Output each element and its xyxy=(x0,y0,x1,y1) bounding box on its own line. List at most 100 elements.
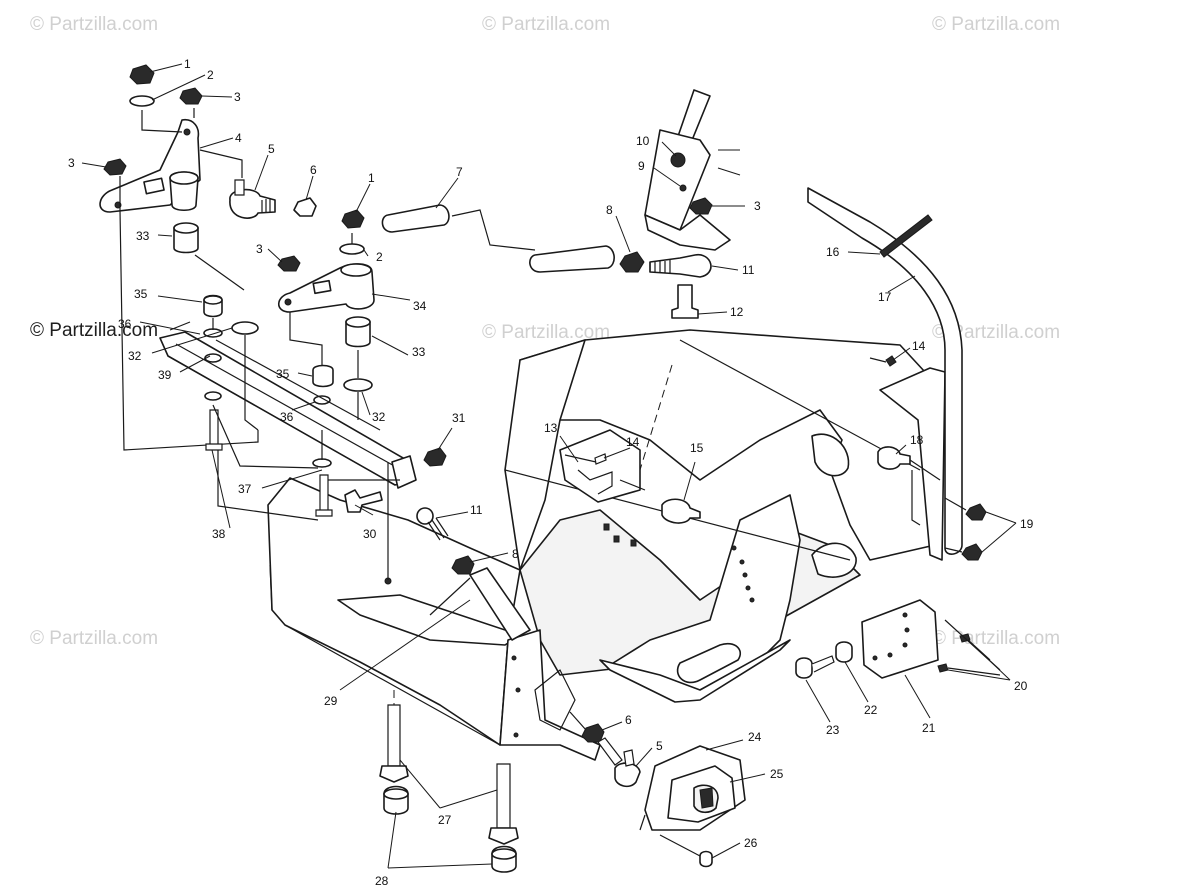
leader-3c xyxy=(267,248,283,263)
part-23-bolt xyxy=(795,657,813,679)
frame-left-riser xyxy=(504,339,586,571)
part-7-tie-rod-lower-sleeve xyxy=(529,245,615,273)
leader-20b xyxy=(947,669,1011,681)
leader-9 xyxy=(653,167,681,187)
watermark-top-left: © Partzilla.com xyxy=(30,14,158,35)
tie-rod-link-line xyxy=(451,209,536,251)
main-frame xyxy=(267,329,946,761)
leader-11b xyxy=(711,265,739,271)
frame-hole xyxy=(603,523,610,531)
leader-18 xyxy=(895,444,907,455)
leader-11a xyxy=(435,511,469,519)
watermark-middle-center: © Partzilla.com xyxy=(482,322,610,343)
part-27-bolt-left xyxy=(387,704,401,767)
callout-32: 32 xyxy=(372,410,386,424)
callout-12: 12 xyxy=(730,305,744,319)
bushing-left-top xyxy=(203,295,223,305)
leader-14a xyxy=(892,347,911,361)
callout-38: 38 xyxy=(212,527,226,541)
part-36-washer-center-a xyxy=(313,395,331,405)
side-bar-tube xyxy=(807,187,963,555)
ball-joint-thread xyxy=(261,199,271,213)
part-31-nut xyxy=(423,447,447,467)
callout-numbers: 1 2 3 3 4 5 6 1 7 2 3 33 34 35 36 32 39 … xyxy=(68,57,1034,888)
leader-20a xyxy=(967,639,1011,681)
callout-1: 1 xyxy=(368,171,375,185)
callout-6: 6 xyxy=(310,163,317,177)
frame-right-wall-slot xyxy=(676,642,742,684)
leader-33a xyxy=(157,234,173,237)
part-5-ball-joint-lower xyxy=(614,762,641,788)
idler-arm-boss-top xyxy=(340,263,372,277)
tie-rod-lower-line xyxy=(429,577,471,616)
watermark-overlay-left: © Partzilla.com xyxy=(30,320,158,341)
part-39-bracket-bar xyxy=(159,331,415,486)
callout-27: 27 xyxy=(438,813,452,827)
leader-23 xyxy=(805,679,831,723)
steering-column xyxy=(639,89,741,471)
callout-35: 35 xyxy=(134,287,148,301)
bolt-23-thread xyxy=(811,655,835,673)
part-12-bolt-upper xyxy=(671,284,699,319)
part-2-washer-center xyxy=(339,243,365,255)
leader-37 xyxy=(261,469,323,489)
part-15-bolt xyxy=(661,498,701,524)
frame-hole xyxy=(739,559,745,565)
upper-left-axis-line xyxy=(119,108,259,451)
part-17-side-bar xyxy=(807,187,963,555)
leader-35b xyxy=(297,372,313,377)
part-22-spacer xyxy=(835,641,853,663)
center-bracket-assembly xyxy=(559,429,701,524)
ball-joint-stud xyxy=(234,179,245,196)
callout-33: 33 xyxy=(136,229,150,243)
callout-9: 9 xyxy=(638,159,645,173)
bracket-13-axis xyxy=(564,454,646,491)
leader-22 xyxy=(844,661,869,703)
frame-hole xyxy=(742,572,748,578)
rod-end-thread-upper xyxy=(649,260,671,274)
spacer-center-top xyxy=(345,316,371,328)
idler-arm-axis-line xyxy=(289,233,359,420)
frame-rear-right-plate xyxy=(879,367,946,561)
bracket-13-inner xyxy=(577,469,613,495)
callout-11: 11 xyxy=(470,503,483,517)
callout-34: 34 xyxy=(413,299,427,313)
callout-5: 5 xyxy=(268,142,275,156)
part-30-bolt xyxy=(344,489,383,513)
spacer-top xyxy=(173,222,199,234)
callout-18: 18 xyxy=(910,433,924,447)
leader-8a xyxy=(469,552,509,563)
callout-36: 36 xyxy=(118,317,132,331)
leader-29 xyxy=(339,599,471,691)
callout-33: 33 xyxy=(412,345,426,359)
bracket-bar-edge xyxy=(167,343,406,486)
lower-ball-joint-thread xyxy=(597,737,623,766)
callout-7: 7 xyxy=(456,165,463,179)
right-mount-assembly xyxy=(869,355,987,561)
leader-19b xyxy=(981,522,1017,553)
leader-7 xyxy=(435,177,459,209)
plate-hole xyxy=(872,655,878,661)
leader-28b xyxy=(387,863,493,869)
callout-3: 3 xyxy=(256,242,263,256)
plate-hole xyxy=(902,642,908,648)
leader-38 xyxy=(211,449,231,529)
leader-32b xyxy=(361,391,371,416)
part-1-nut-top xyxy=(129,64,155,85)
idler-arm-assembly xyxy=(277,209,375,427)
callout-30: 30 xyxy=(363,527,377,541)
leader-3b xyxy=(81,162,107,168)
watermark-top-center: © Partzilla.com xyxy=(482,14,610,35)
leader-14b xyxy=(603,447,631,459)
lower-ball-joint xyxy=(569,711,641,788)
watermark-bottom-left: © Partzilla.com xyxy=(30,628,158,649)
leader-32a xyxy=(151,327,233,354)
watermark-top-right: © Partzilla.com xyxy=(932,14,1060,35)
callout-35: 35 xyxy=(276,367,290,381)
part-8-jam-nut-upper xyxy=(619,251,645,273)
frame-hole xyxy=(515,687,521,693)
callout-3: 3 xyxy=(754,199,761,213)
engine-mount-assembly xyxy=(639,745,746,868)
steering-arm-slot xyxy=(143,177,165,195)
bracket-washer xyxy=(204,353,222,363)
